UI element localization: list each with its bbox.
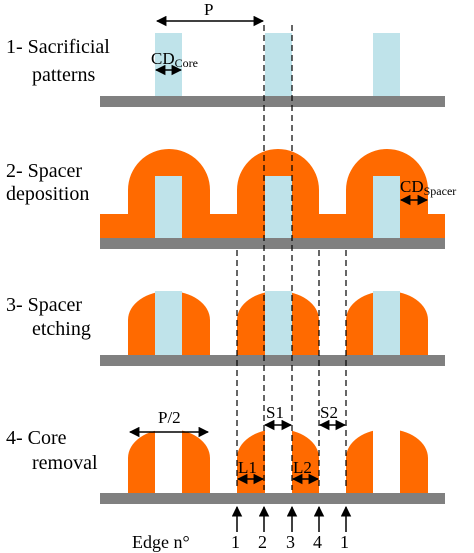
edge-label: Edge n° (132, 532, 190, 552)
step-1-label-line2: patterns (32, 64, 96, 86)
core-1-step-1 (155, 33, 182, 96)
step-4-label-line1: 4- Core (6, 427, 67, 449)
pitch-label: P (204, 0, 213, 19)
step-2-panel: 2- Spacer deposition CDSpacer (6, 149, 456, 249)
core-2-step-1 (265, 33, 292, 96)
s1-label: S1 (266, 403, 284, 422)
core-1-step-3 (155, 291, 182, 355)
step-2-label-line1: 2- Spacer (6, 160, 82, 182)
step-3-label-line2: etching (32, 318, 91, 340)
substrate-step-4 (100, 493, 445, 504)
step-4-label-line2: removal (32, 452, 98, 474)
substrate-step-1 (100, 96, 445, 107)
edge-number-5: 1 (340, 532, 349, 552)
edge-number-2: 2 (258, 532, 267, 552)
step-2-label-line2: deposition (6, 183, 89, 205)
l1-label: L1 (238, 458, 257, 477)
core-2-step-2 (265, 176, 292, 238)
edge-number-1: 1 (231, 532, 240, 552)
step-1-label-line1: 1- Sacrificial (6, 36, 110, 58)
l2-label: L2 (293, 458, 312, 477)
half-pitch-label: P/2 (158, 408, 181, 427)
edge-guide-lines (236, 25, 347, 490)
core-2-step-3 (265, 291, 292, 355)
edge-number-4: 4 (313, 532, 322, 552)
s2-label: S2 (320, 403, 338, 422)
cd-spacer-label: CDSpacer (400, 177, 456, 198)
substrate-step-2 (100, 238, 445, 249)
step-4-panel: 4- Core removal P/2 S1 S2 L1 L2 (6, 403, 445, 504)
core-3-step-3 (373, 291, 400, 355)
removed-core-gap-3 (373, 425, 400, 493)
core-3-step-2 (373, 176, 400, 238)
core-3-step-1 (373, 33, 400, 96)
edge-number-3: 3 (286, 532, 295, 552)
step-3-panel: 3- Spacer etching (6, 291, 445, 366)
step-1-panel: 1- Sacrificial patterns P CDCore (6, 0, 445, 107)
step-3-label-line1: 3- Spacer (6, 294, 82, 316)
removed-core-gap-1 (155, 425, 182, 493)
removed-core-gap-2 (265, 425, 292, 493)
cd-core-label: CDCore (151, 49, 198, 70)
edge-markers: Edge n° 1 2 3 4 1 (132, 505, 352, 552)
substrate-step-3 (100, 355, 445, 366)
core-1-step-2 (155, 176, 182, 238)
